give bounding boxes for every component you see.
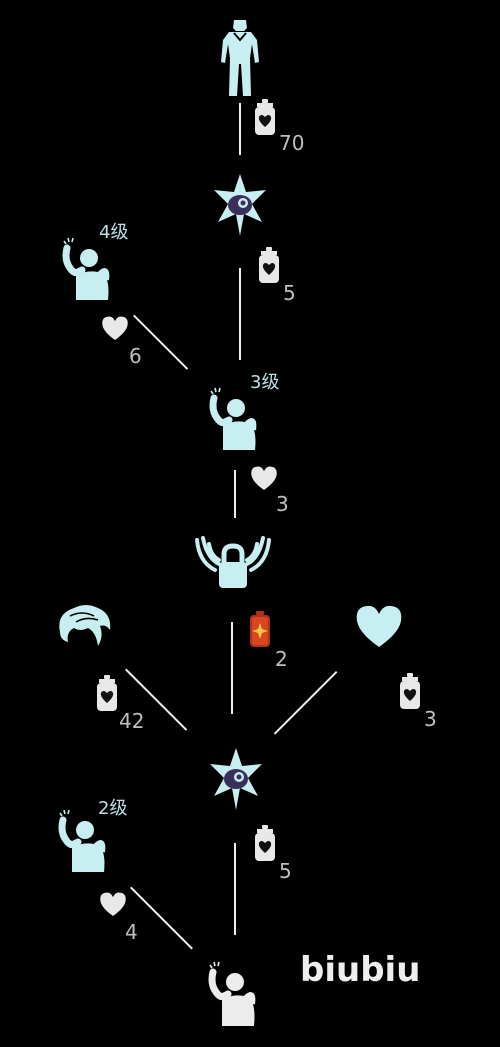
candle-icon (257, 247, 281, 287)
outfit-icon (217, 18, 263, 98)
connector-outfit (239, 103, 241, 155)
node-spirit-bottom[interactable] (210, 748, 262, 810)
cost-emote-l3: 3 (250, 466, 289, 514)
node-spirit-top[interactable] (214, 174, 266, 236)
heart-currency-icon (99, 892, 127, 920)
node-heart[interactable] (355, 605, 403, 647)
heart-currency-icon (101, 316, 129, 344)
node-lock[interactable] (195, 536, 271, 592)
cost-amount: 2 (275, 647, 288, 671)
cost-emote-l4: 6 (101, 316, 142, 366)
wave-emote-icon (209, 386, 259, 450)
level-label-l3: 3级 (250, 372, 280, 393)
cost-amount: 4 (125, 920, 138, 944)
connector-spirit-bottom (234, 843, 236, 935)
winged-lock-icon (195, 536, 271, 592)
cost-amount: 3 (424, 707, 437, 731)
connector-emote-l3 (234, 470, 236, 518)
cost-spirit-top: 5 (257, 247, 296, 303)
cost-spirit-bottom: 5 (253, 825, 292, 881)
cost-amount: 5 (283, 281, 296, 305)
cost-amount: 5 (279, 859, 292, 883)
candle-icon (253, 825, 277, 865)
node-hair[interactable] (56, 602, 112, 648)
cost-amount: 3 (276, 492, 289, 516)
spirit-star-icon (210, 748, 262, 810)
candle-icon (95, 675, 119, 715)
spirit-star-icon (214, 174, 266, 236)
node-emote-base[interactable] (208, 960, 258, 1026)
watermark: biubiu (300, 950, 421, 990)
node-outfit[interactable] (217, 18, 263, 98)
node-emote-l3[interactable] (209, 386, 259, 450)
cost-outfit: 70 (253, 99, 304, 153)
wave-emote-icon (58, 808, 108, 872)
node-emote-l4[interactable] (62, 236, 112, 300)
cost-amount: 70 (279, 131, 305, 155)
cost-amount: 6 (129, 344, 142, 368)
heart-icon (355, 605, 403, 647)
cost-lock: 2 (249, 611, 288, 669)
ticket-icon (249, 611, 271, 651)
cost-amount: 42 (119, 709, 145, 733)
candle-icon (398, 673, 422, 713)
candle-icon (253, 99, 277, 139)
connector-heart (273, 671, 338, 735)
node-emote-l2[interactable] (58, 808, 108, 872)
heart-currency-icon (250, 466, 278, 494)
cost-heart: 3 (398, 673, 437, 729)
level-label-l4: 4级 (99, 222, 129, 243)
wave-emote-icon (62, 236, 112, 300)
hair-icon (56, 602, 112, 648)
cost-hair: 42 (95, 675, 144, 731)
wave-emote-icon (208, 960, 258, 1026)
connector-spirit-top (239, 268, 241, 360)
connector-lock (231, 622, 233, 714)
connector-emote-l2 (130, 886, 193, 950)
level-label-l2: 2级 (98, 798, 128, 819)
cost-emote-l2: 4 (99, 892, 138, 942)
